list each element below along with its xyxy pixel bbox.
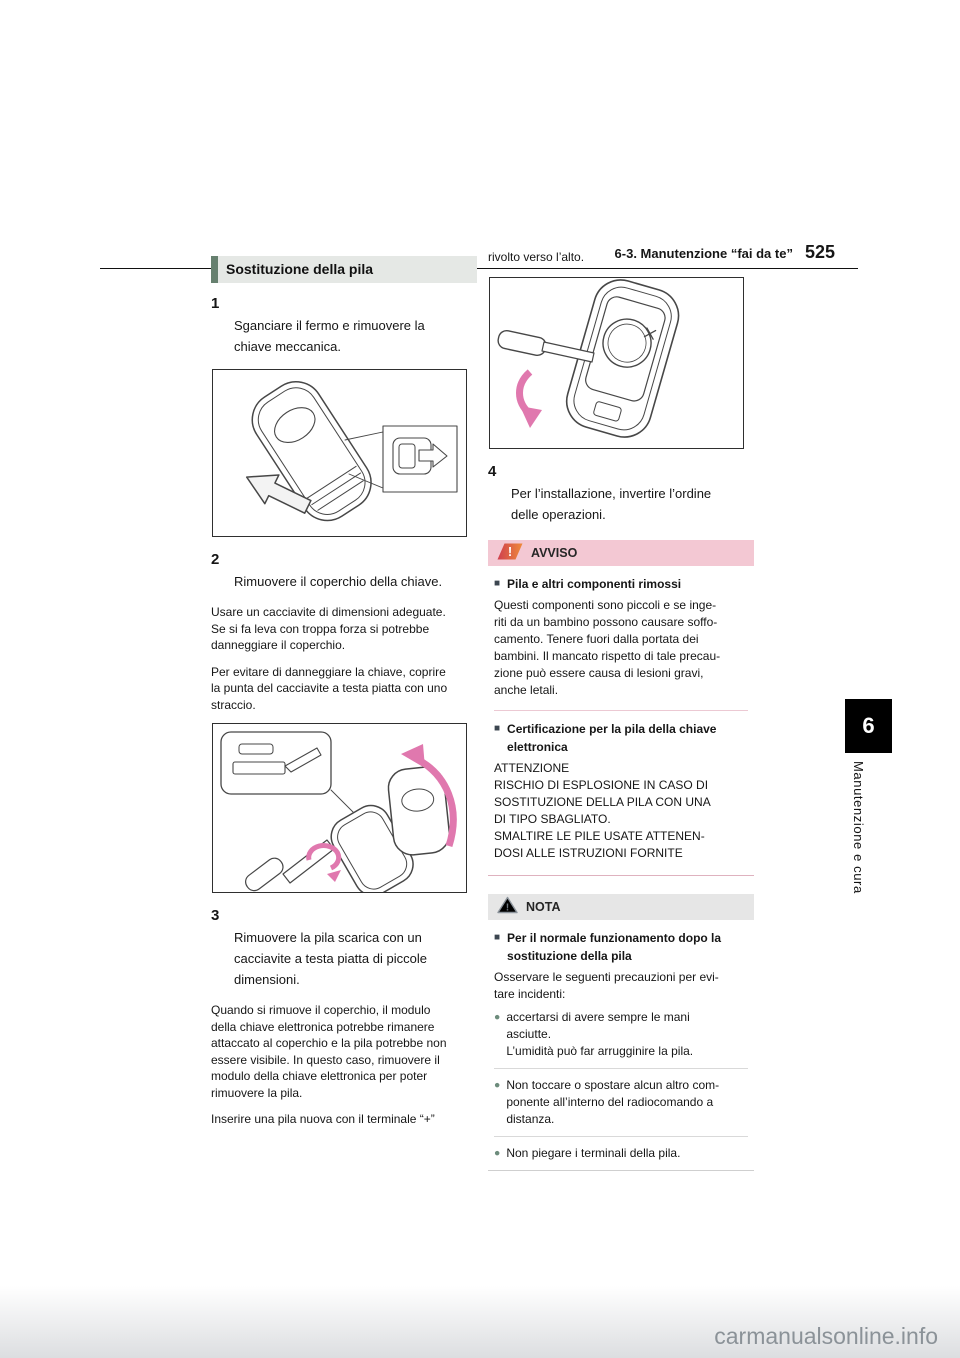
continuation-text: rivolto verso l’alto. — [488, 250, 585, 264]
square-bullet-icon: ■ — [494, 931, 501, 943]
caution-triangle-icon: ! — [497, 896, 518, 917]
chapter-tab: 6 — [845, 699, 892, 753]
step-2-number: 2 — [211, 551, 220, 568]
step-2-text: Rimuovere il coperchio della chiave. — [234, 574, 443, 589]
avviso-title: AVVISO — [531, 545, 578, 560]
bullet-icon: ● — [494, 1146, 501, 1159]
header-divider — [100, 268, 858, 269]
note-paragraph: Per evitare di danneggiare la chiave, co… — [211, 664, 448, 712]
warning-diamond-icon: ! — [497, 543, 523, 563]
key-fob-release-illustration — [245, 381, 458, 522]
nota-box: ! NOTA ■ Per il normale funzionamento do… — [488, 893, 754, 1171]
nota-bullet-item: ● Non piegare i terminali della pila. — [494, 1135, 748, 1170]
avviso-header: ! AVVISO — [488, 539, 754, 566]
avviso-item: ■ Certificazione per la pila della chiav… — [494, 709, 748, 862]
avviso-item-heading: ■ Certificazione per la pila della chiav… — [494, 721, 717, 754]
nota-bullet-item: ● Non toccare o spostare alcun altro com… — [494, 1067, 748, 1136]
nota-title: NOTA — [526, 899, 561, 914]
page-header: 6-3. Manutenzione “fai da te” 525 — [100, 242, 835, 263]
step-1-text: Sganciare il fermo e rimuovere la chiave… — [234, 318, 425, 354]
watermark: carmanualsonline.info — [714, 1323, 938, 1349]
step-1-number: 1 — [211, 295, 220, 312]
right-column: rivolto verso l’alto. — [488, 249, 754, 1189]
step-3-number: 3 — [211, 907, 220, 924]
chapter-sidebar-label: Manutenzione e cura — [851, 761, 866, 894]
avviso-item-body: Questi componenti sono piccoli e se inge… — [494, 597, 721, 697]
step-4-text: Per l’installazione, invertire l’ordine … — [511, 485, 712, 522]
section-heading: Sostituzione della pila — [211, 256, 477, 283]
nota-bullet-item: ● accertarsi di avere sempre le mani asc… — [494, 1009, 694, 1058]
nota-item-heading: ■ Per il normale funzionamento dopo la s… — [494, 930, 722, 963]
figure-battery-removal — [489, 276, 744, 449]
cover-removal-illustration — [220, 731, 457, 897]
page-bottom-shadow — [0, 1286, 960, 1358]
figure-cover-removal — [212, 723, 467, 897]
avviso-warning-box: ! AVVISO ■ Pila e altri componenti rimos… — [488, 539, 754, 876]
step-4-number: 4 — [488, 462, 497, 480]
note-paragraph: Quando si rimuove il coperchio, il modul… — [211, 1003, 447, 1100]
square-bullet-icon: ■ — [494, 722, 501, 734]
nota-header: ! NOTA — [488, 893, 754, 920]
bullet-icon: ● — [494, 1010, 501, 1023]
note-paragraph: Inserire una pila nuova con il terminale… — [211, 1112, 435, 1126]
avviso-item-heading: ■ Pila e altri componenti rimossi — [494, 576, 682, 591]
figure-key-release — [212, 369, 467, 537]
avviso-item: ■ Pila e altri componenti rimossi Questi… — [494, 575, 748, 699]
nota-body: ■ Per il normale funzionamento dopo la s… — [488, 920, 754, 1171]
nota-intro: Osservare le seguenti precauzioni per ev… — [494, 969, 719, 1001]
svg-text:!: ! — [508, 544, 512, 559]
step-3-text: Rimuovere la pila scarica con un cacciav… — [234, 930, 427, 987]
square-bullet-icon: ■ — [494, 577, 501, 589]
svg-text:!: ! — [506, 902, 510, 914]
bullet-icon: ● — [494, 1078, 501, 1091]
avviso-item-body: ATTENZIONE RISCHIO DI ESPLOSIONE IN CASO… — [494, 760, 711, 860]
page-number: 525 — [804, 242, 835, 262]
battery-removal-illustration — [497, 278, 680, 438]
avviso-body: ■ Pila e altri componenti rimossi Questi… — [488, 566, 754, 876]
section-title: 6-3. Manutenzione “fai da te” — [614, 246, 793, 261]
note-paragraph: Usare un cacciavite di dimensioni adegua… — [211, 605, 446, 652]
